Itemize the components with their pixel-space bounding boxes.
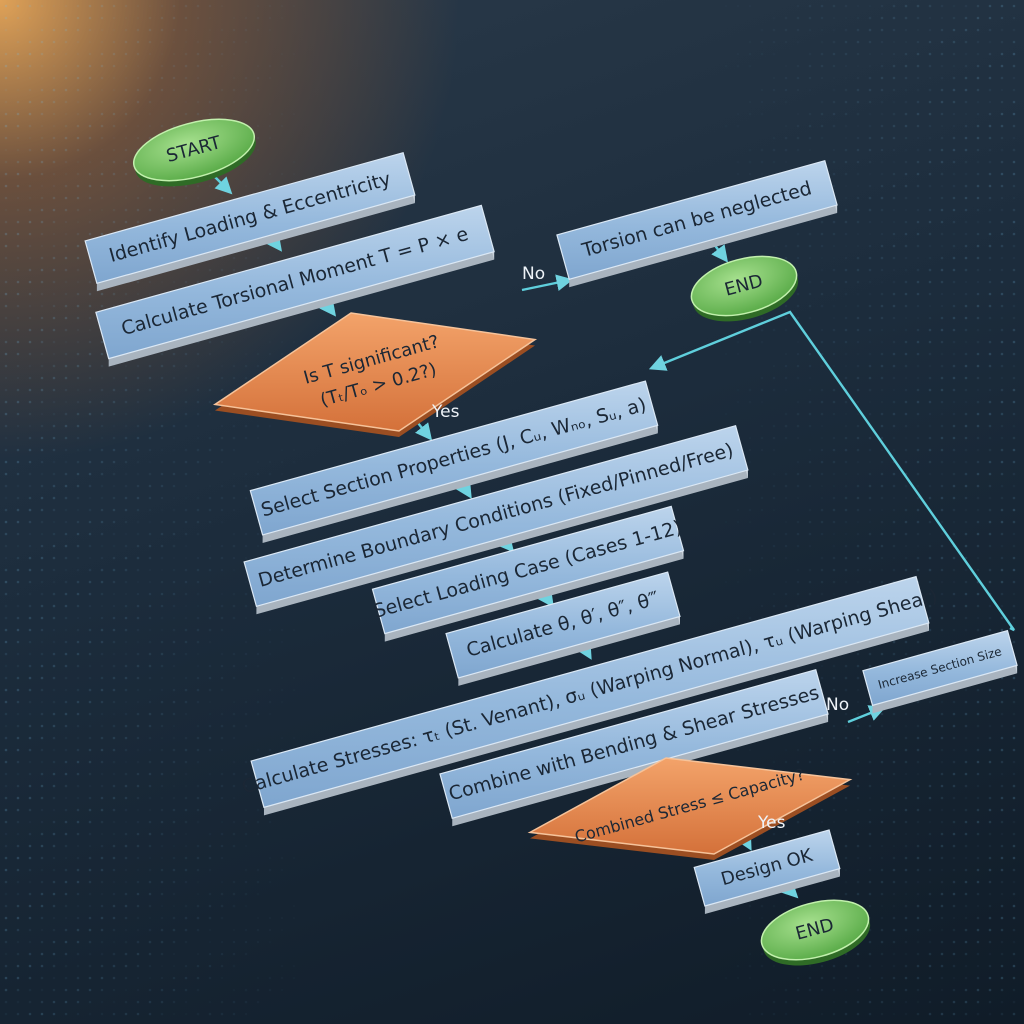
connector-start-identify bbox=[213, 175, 233, 195]
increase-section-size-box bbox=[862, 629, 1018, 714]
calculate-theta-box bbox=[445, 571, 681, 686]
loading-case-box bbox=[371, 505, 685, 642]
select-section-properties-box bbox=[249, 380, 659, 543]
label-no-2: No bbox=[826, 695, 850, 715]
end-terminal-top bbox=[690, 255, 799, 322]
decision-t-significant bbox=[212, 312, 538, 437]
torsion-neglected-box bbox=[556, 159, 838, 288]
start-terminal bbox=[132, 118, 256, 187]
identify-loading-box bbox=[84, 151, 416, 292]
end-terminal-bottom bbox=[760, 899, 871, 966]
connector-loop-back bbox=[648, 310, 1015, 632]
label-yes-2: Yes bbox=[758, 813, 786, 833]
boundary-conditions-box bbox=[243, 424, 749, 615]
label-yes-1: Yes bbox=[432, 402, 460, 422]
combine-stresses-box bbox=[439, 668, 829, 827]
calculate-stresses-box bbox=[250, 575, 930, 816]
calculate-moment-box bbox=[95, 204, 495, 367]
design-ok-box bbox=[693, 829, 841, 914]
connector-decision-no bbox=[521, 274, 574, 292]
label-no-1: No bbox=[522, 264, 546, 284]
decision-combined-stress bbox=[527, 757, 853, 860]
